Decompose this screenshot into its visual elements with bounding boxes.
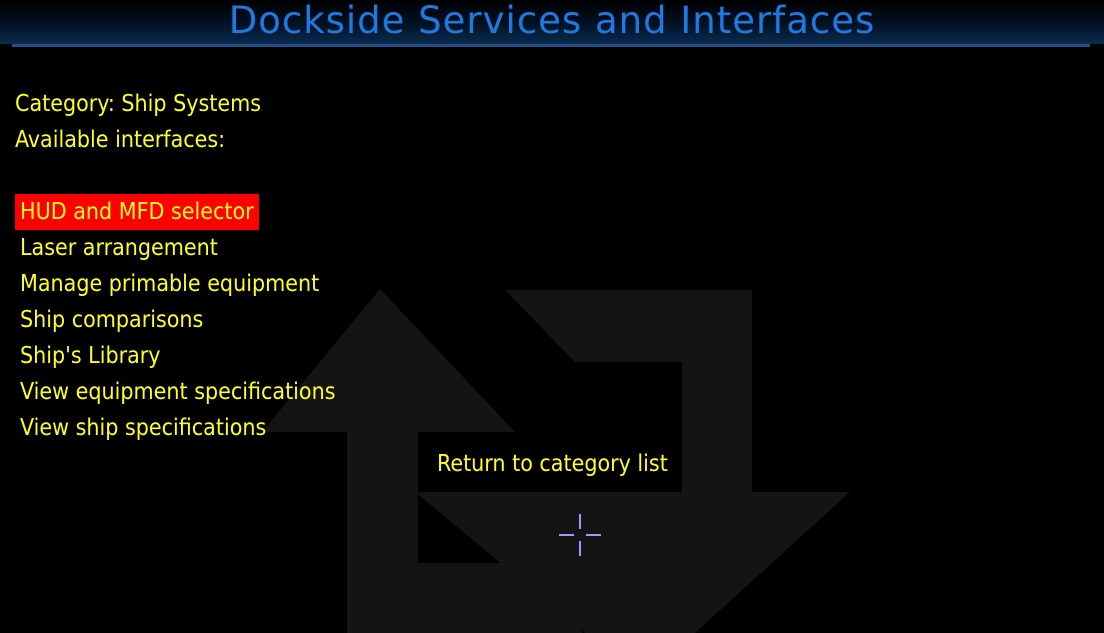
interface-item-laser-arrangement[interactable]: Laser arrangement bbox=[20, 235, 218, 261]
interface-item-view-ship-specifications[interactable]: View ship specifications bbox=[20, 415, 267, 441]
interface-item-ship-comparisons[interactable]: Ship comparisons bbox=[20, 307, 204, 333]
interface-item-manage-primable-equipment[interactable]: Manage primable equipment bbox=[20, 271, 320, 297]
interface-item-hud-mfd-selector[interactable]: HUD and MFD selector bbox=[15, 194, 259, 230]
interface-list: HUD and MFD selector Laser arrangement M… bbox=[15, 194, 341, 446]
return-to-category-list-button[interactable]: Return to category list bbox=[437, 451, 668, 477]
title-divider bbox=[12, 44, 1090, 47]
page-title: Dockside Services and Interfaces bbox=[228, 0, 876, 42]
category-label: Category: Ship Systems bbox=[15, 91, 262, 117]
available-interfaces-label: Available interfaces: bbox=[15, 127, 226, 153]
down-arrow-shape bbox=[415, 290, 850, 633]
interface-item-ships-library[interactable]: Ship's Library bbox=[20, 343, 161, 369]
crosshair-icon bbox=[559, 514, 601, 556]
title-bar: Dockside Services and Interfaces bbox=[0, 0, 1104, 44]
up-arrow-shape bbox=[262, 289, 583, 633]
interface-item-view-equipment-specifications[interactable]: View equipment specifications bbox=[20, 379, 336, 405]
